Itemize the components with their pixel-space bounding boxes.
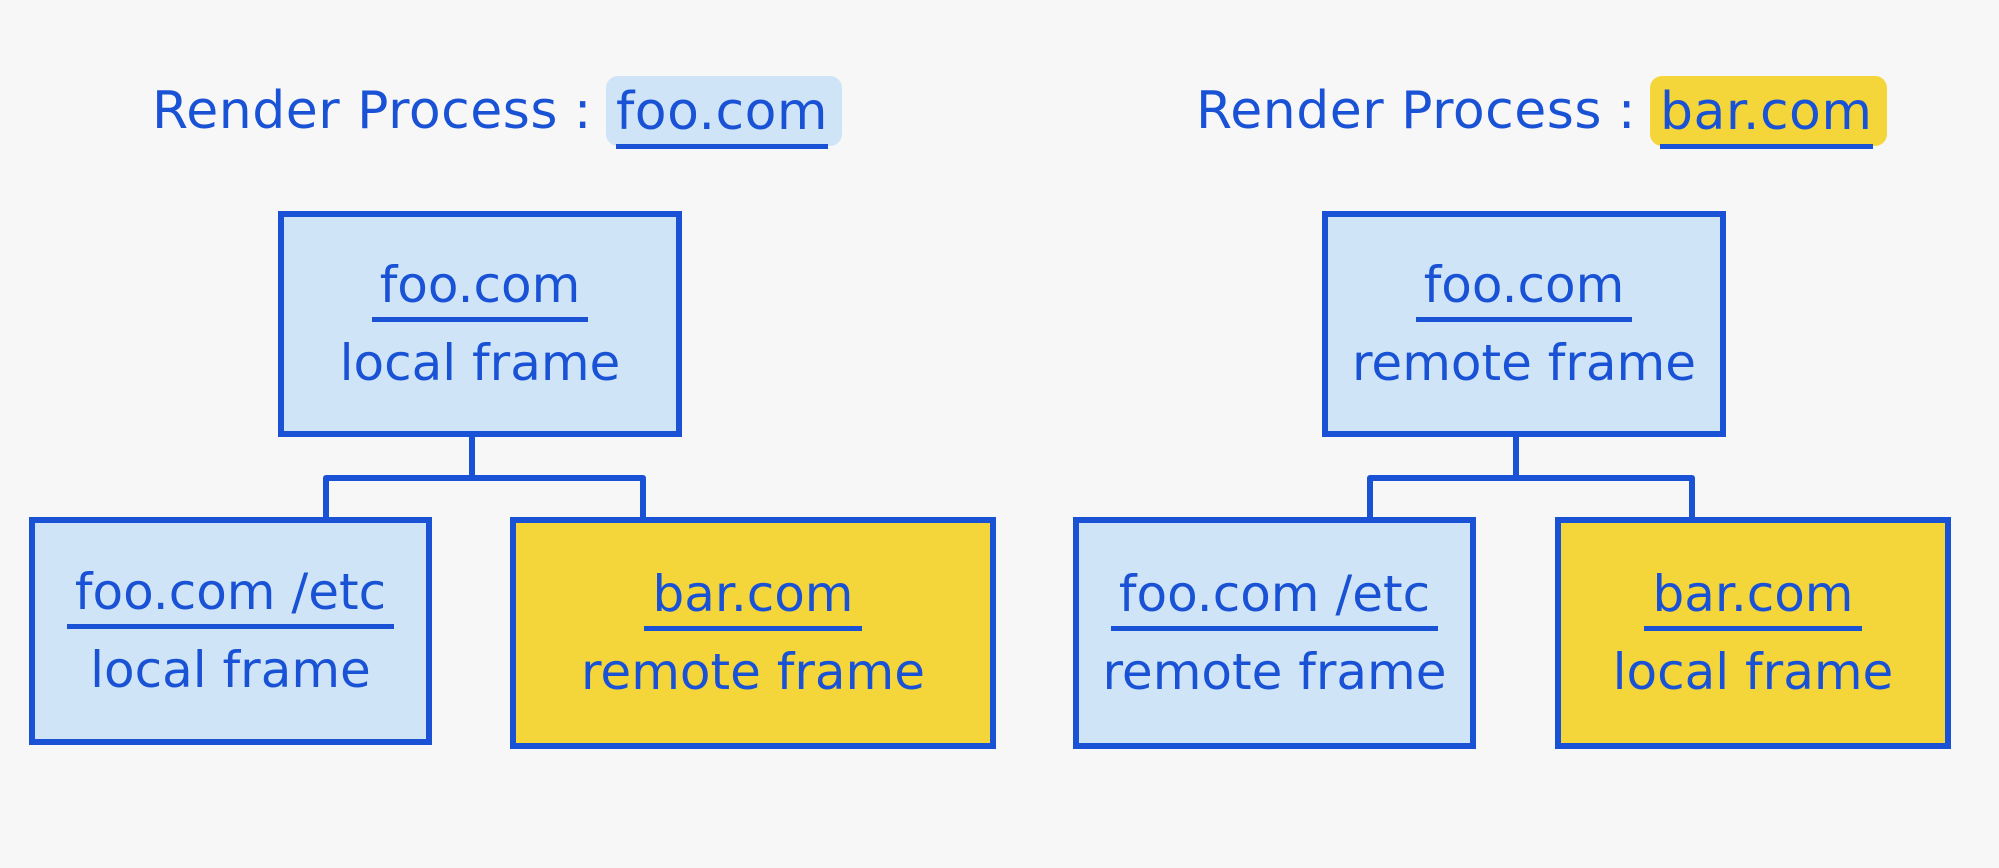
right-tree-connector bbox=[1367, 433, 1695, 523]
right-child-frame-bar-kind: local frame bbox=[1612, 642, 1894, 701]
left-child-frame-foo-etc-kind: local frame bbox=[90, 640, 371, 699]
right-root-frame-domain: foo.com bbox=[1415, 257, 1633, 322]
left-root-frame-kind: local frame bbox=[339, 333, 621, 392]
right-process-header: Render Process : bar.com bbox=[1196, 66, 1887, 156]
right-process-separator: : bbox=[1617, 81, 1636, 141]
right-child-frame-foo-etc-kind: remote frame bbox=[1102, 642, 1447, 701]
left-child-frame-bar: bar.com remote frame bbox=[510, 517, 996, 749]
left-process-header: Render Process : foo.com bbox=[152, 66, 843, 156]
right-root-frame-kind: remote frame bbox=[1351, 333, 1697, 392]
right-child-frame-bar-domain: bar.com bbox=[1644, 566, 1862, 631]
right-process-domain-highlight: bar.com bbox=[1649, 76, 1887, 149]
right-process-domain: bar.com bbox=[1659, 82, 1873, 149]
right-child-frame-foo-etc-domain: foo.com /etc bbox=[1110, 566, 1439, 631]
left-child-frame-foo-etc: foo.com /etc local frame bbox=[29, 517, 432, 745]
left-child-frame-bar-kind: remote frame bbox=[580, 642, 926, 701]
left-process-label: Render Process bbox=[152, 81, 558, 141]
left-child-frame-bar-domain: bar.com bbox=[644, 566, 862, 631]
left-process-domain: foo.com bbox=[615, 82, 829, 149]
right-child-frame-foo-etc: foo.com /etc remote frame bbox=[1073, 517, 1476, 749]
left-process-separator: : bbox=[573, 81, 592, 141]
left-root-frame: foo.com local frame bbox=[278, 211, 682, 437]
right-root-frame: foo.com remote frame bbox=[1322, 211, 1726, 437]
left-child-frame-foo-etc-domain: foo.com /etc bbox=[66, 564, 395, 629]
left-root-frame-domain: foo.com bbox=[371, 257, 589, 322]
left-process-domain-highlight: foo.com bbox=[605, 76, 843, 149]
left-tree-connector bbox=[323, 433, 646, 523]
right-process-label: Render Process bbox=[1196, 81, 1602, 141]
right-child-frame-bar: bar.com local frame bbox=[1555, 517, 1951, 749]
